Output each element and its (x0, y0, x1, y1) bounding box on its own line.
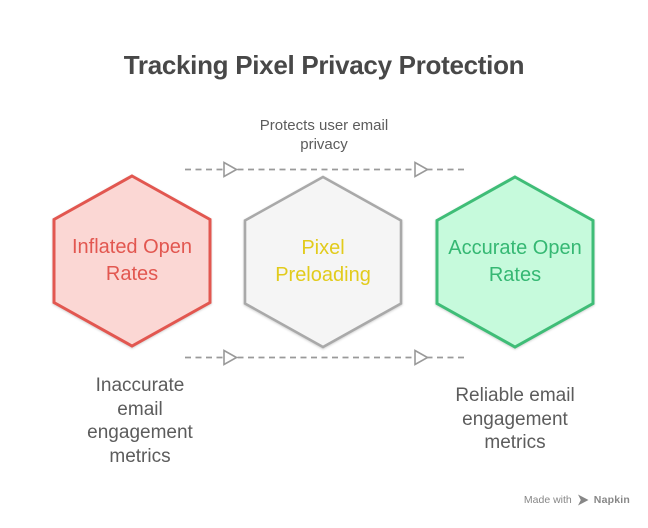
watermark-made-with: Made with (523, 494, 572, 506)
arrowhead-icon (414, 161, 430, 178)
arrowhead-icon (223, 349, 239, 366)
hexagon-shape (52, 174, 212, 348)
hexagon-pixel-preloading: Pixel Preloading (243, 175, 403, 349)
diagram-title: Tracking Pixel Privacy Protection (123, 50, 525, 80)
napkin-logo-icon (577, 494, 589, 506)
watermark-brand: Napkin (593, 494, 630, 506)
arrowhead-icon (223, 161, 239, 178)
watermark: Made with Napkin (524, 491, 630, 509)
hexagon-shape (435, 175, 595, 349)
hexagon-polygon (243, 175, 403, 349)
caption-inaccurate-metrics: Inaccurate email engagement metrics (87, 375, 193, 467)
hexagon-shape (243, 175, 403, 349)
arrow-label-protects-privacy: Protects user email privacy (259, 117, 389, 153)
arrowhead-icon (414, 349, 430, 366)
hexagon-accurate-open-rates: Accurate Open Rates (435, 175, 595, 349)
dashed-arrow-bottom (185, 349, 467, 366)
hexagon-inflated-open-rates: Inflated Open Rates (52, 174, 212, 348)
hexagon-polygon (435, 175, 595, 349)
caption-reliable-metrics: Reliable email engagement metrics (455, 385, 575, 453)
dashed-arrow-top (185, 161, 467, 178)
hexagon-label: Inflated Open Rates (71, 236, 193, 285)
hexagon-label: Pixel Preloading (275, 237, 371, 286)
hexagon-label: Accurate Open Rates (448, 237, 582, 286)
hexagon-polygon (52, 174, 212, 348)
